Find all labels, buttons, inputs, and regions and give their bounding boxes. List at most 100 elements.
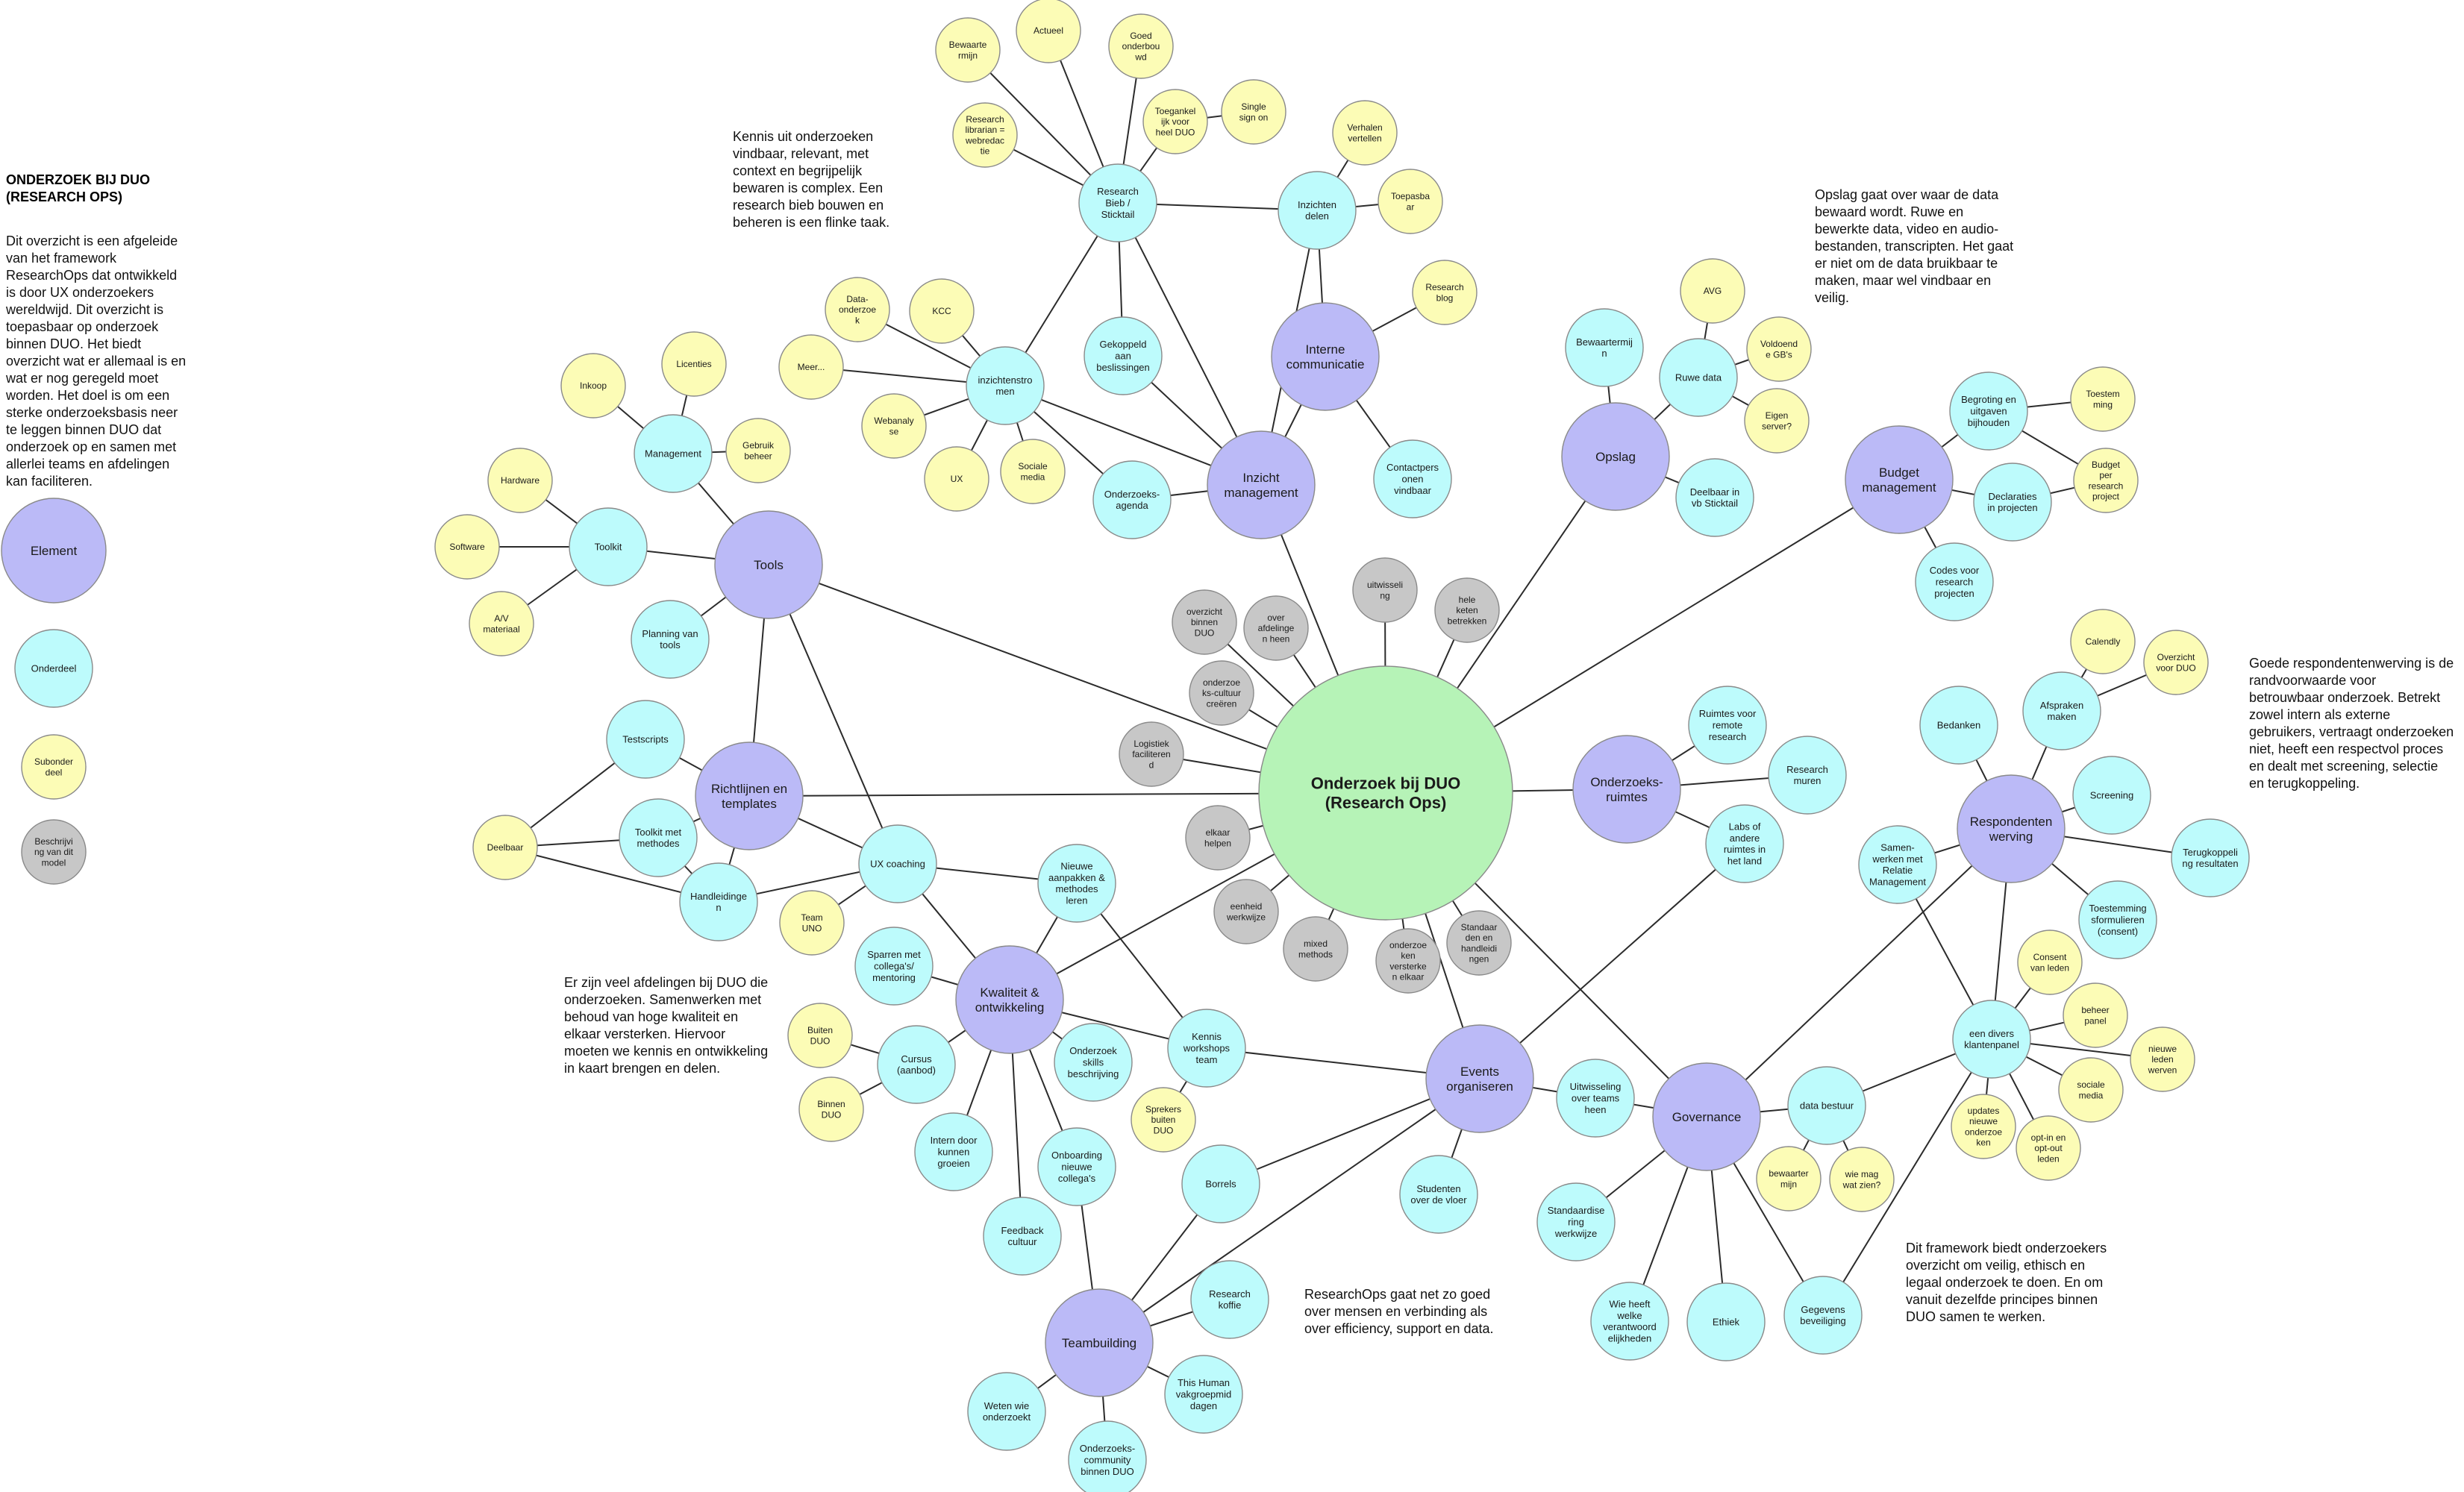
node-circle <box>1787 1066 1866 1145</box>
node-label: Onderzoek bij DUO(Research Ops) <box>1311 774 1460 812</box>
node-circle <box>1037 1127 1116 1206</box>
researchops-note: ResearchOps gaat net zo goed over mensen… <box>1304 1287 1494 1336</box>
node-circle <box>955 945 1064 1054</box>
afdelingen-note: Er zijn veel afdelingen bij DUO die onde… <box>564 975 769 1076</box>
node-label: Actueel <box>1034 25 1063 36</box>
node-kwaliteit: Kwaliteit &ontwikkeling <box>955 945 1064 1054</box>
node-label: Ethiek <box>1713 1317 1740 1328</box>
node-ux: UX <box>924 446 989 512</box>
node-circle <box>1957 774 2066 883</box>
node-actueel: Actueel <box>1016 0 1081 63</box>
node-onderzoeksagenda: Onderzoeks-agenda <box>1092 460 1172 539</box>
node-circle <box>472 815 538 880</box>
node-circle <box>2143 630 2209 695</box>
node-leg_el: Element <box>1 498 107 604</box>
node-circle <box>661 331 727 397</box>
node-label: Borrels <box>1205 1179 1236 1190</box>
node-circle <box>21 819 87 885</box>
node-circle <box>1756 1146 1822 1212</box>
node-deelbaar_sub: Deelbaar <box>472 815 538 880</box>
node-circle <box>1951 1094 2016 1159</box>
kennis-note: Kennis uit onderzoeken vindbaar, relevan… <box>733 129 890 230</box>
node-circle <box>914 1112 993 1191</box>
node-meer: Meer... <box>778 334 844 400</box>
node-label: UX <box>951 474 963 484</box>
node-center: Onderzoek bij DUO(Research Ops) <box>1258 665 1513 921</box>
node-circle <box>798 1076 864 1142</box>
node-circle <box>1172 589 1237 655</box>
node-circle <box>1919 686 1998 765</box>
node-label: Management <box>645 448 701 460</box>
node-label: Element <box>31 544 78 558</box>
node-circle <box>1352 557 1418 623</box>
node-circle <box>2070 366 2136 432</box>
node-circle <box>1744 388 1810 454</box>
node-circle <box>787 1003 853 1068</box>
node-circle <box>1332 100 1398 166</box>
node-circle <box>469 591 534 656</box>
node-circle <box>861 393 927 459</box>
node-circle <box>2017 930 2083 995</box>
node-circle <box>1221 79 1286 145</box>
node-circle <box>2022 671 2101 750</box>
edge-respwerving-governance <box>1706 828 2012 1118</box>
page-title: ONDERZOEK BIJ DUO (RESEARCH OPS) <box>6 172 151 204</box>
node-circle <box>858 824 937 903</box>
node-circle <box>1425 1024 1534 1133</box>
node-circle <box>1190 1260 1269 1339</box>
